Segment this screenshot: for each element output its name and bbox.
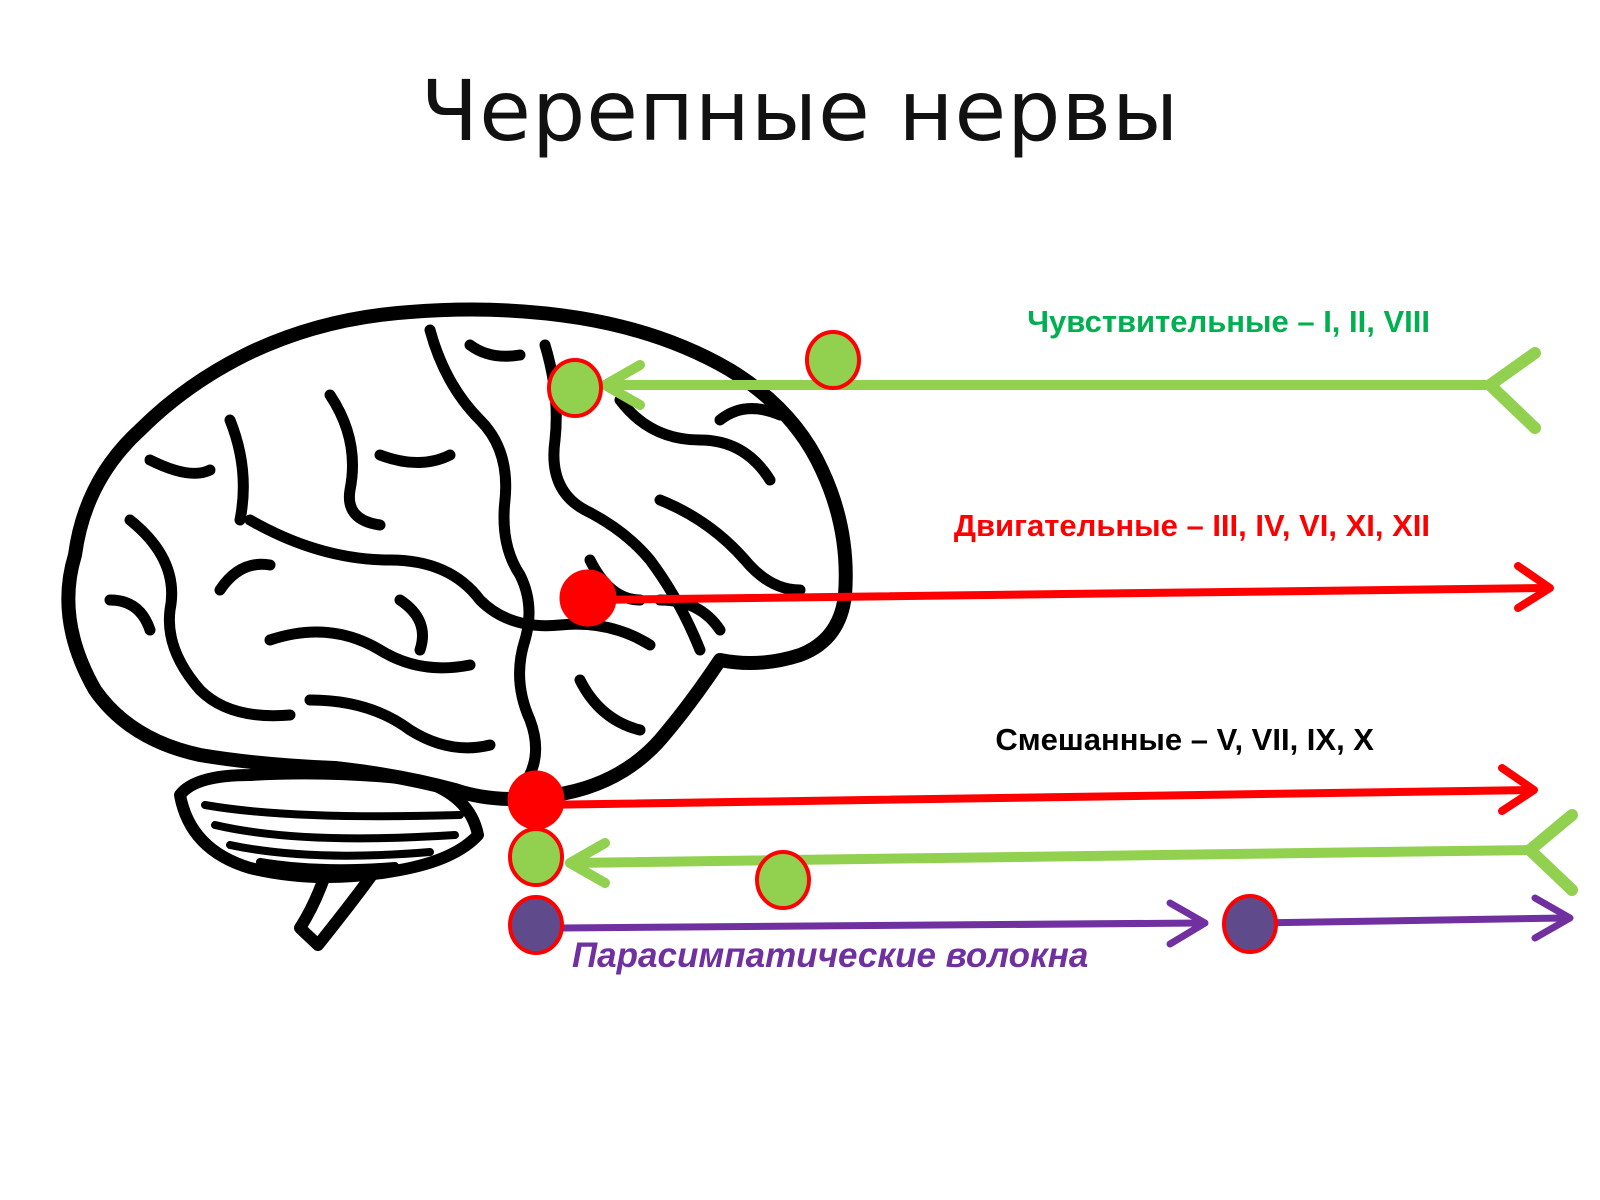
parasympathetic-label: Парасимпатические волокна <box>572 936 1089 975</box>
mixed-motor-node <box>507 770 565 830</box>
sensory-label: Чувствительные – I, II, VIII <box>1027 304 1430 339</box>
motor-nucleus-node <box>559 569 617 627</box>
sensory-ganglion-node <box>805 330 861 390</box>
mixed-label: Смешанные – V, VII, IX, X <box>995 722 1374 757</box>
page-title: Черепные нервы <box>420 62 1180 160</box>
parasympathetic-ganglion-node <box>1222 894 1278 954</box>
cerebellum-folds <box>201 801 464 873</box>
mixed-motor-pathway <box>507 764 1538 830</box>
motor-pathway <box>559 562 1554 627</box>
mixed-sensory-arrowhead <box>565 838 610 888</box>
brain-icon <box>61 302 853 951</box>
motor-line <box>586 584 1549 604</box>
motor-label: Двигательные – III, IV, VI, XI, XII <box>953 508 1430 543</box>
sensory-arrowhead <box>600 360 645 410</box>
parasympathetic-pathway <box>508 894 1574 955</box>
mixed-sensory-line <box>565 845 1535 868</box>
parasympathetic-nucleus-node <box>508 895 564 955</box>
parasympathetic-preganglionic-line <box>556 919 1204 932</box>
parasympathetic-postganglionic-line <box>1251 914 1569 927</box>
sensory-pathway <box>547 330 1541 434</box>
sensory-receptor-fork <box>1484 347 1541 434</box>
parasympathetic-preganglionic-arrowhead <box>1166 899 1209 948</box>
mixed-sensory-ganglion-node <box>755 850 811 910</box>
mixed-sensory-receptor-fork <box>1524 809 1578 896</box>
sensory-nucleus-node <box>547 358 603 418</box>
motor-arrowhead <box>1514 562 1554 612</box>
mixed-motor-arrowhead <box>1498 764 1538 815</box>
mixed-sensory-pathway <box>508 809 1578 910</box>
parasympathetic-postganglionic-arrowhead <box>1531 894 1574 942</box>
mixed-sensory-nucleus-node <box>508 827 564 887</box>
mixed-motor-line <box>531 786 1534 809</box>
